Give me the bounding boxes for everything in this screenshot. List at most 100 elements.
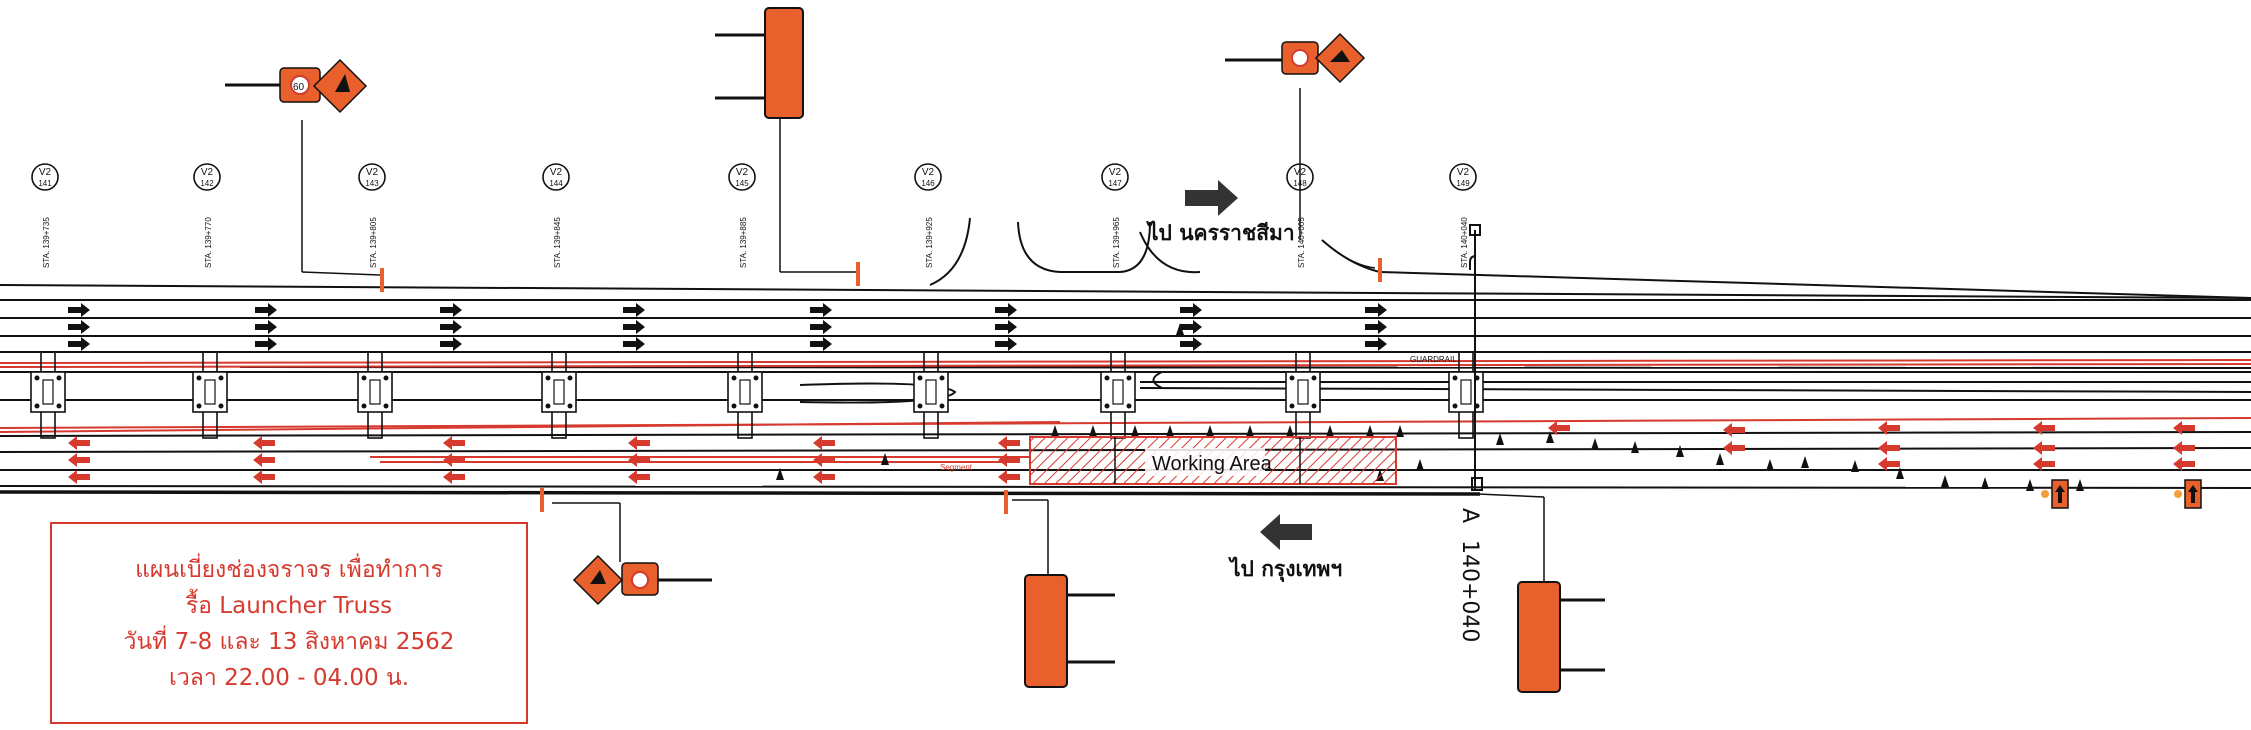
forward-arrow [1365,320,1387,334]
forward-arrow [623,320,645,334]
pier-footing [727,351,763,439]
service-curve [1152,371,1163,389]
reverse-arrow [253,453,275,467]
traffic-cone [1131,425,1139,437]
segment-label: Segment [940,463,973,472]
forward-lane-arrows [68,303,1387,351]
pier-station-label: STA. 140+005 [1297,217,1306,268]
traffic-cone [1801,456,1809,468]
pier-id-line2: 147 [1108,179,1122,188]
plan-description-box: แผนเบี่ยงช่องจราจร เพื่อทำการ รื้อ Launc… [50,522,528,724]
forward-arrow [623,337,645,351]
reverse-arrow [1548,421,1570,435]
forward-arrow [1180,337,1202,351]
reverse-arrow [998,436,1020,450]
reverse-arrow [2033,441,2055,455]
pier-station-label: STA. 139+925 [925,217,934,268]
pier-id-line1: V2 [39,167,52,178]
direction-label-nakhon: ไป นครราชสีมา [1146,220,1295,245]
working-area-label: Working Area [1152,453,1273,475]
pier-circle [1101,163,1129,191]
reverse-arrow [1723,423,1745,437]
traffic-cone [776,468,784,480]
pier-circle [31,163,59,191]
pier-footing [192,351,228,439]
pier-circle [358,163,386,191]
reverse-arrow [2033,421,2055,435]
speed-limit-text: 60 [293,82,305,93]
ramp-line-148 [1379,271,2251,299]
pier-id-line2: 141 [38,179,52,188]
traffic-cone [1326,425,1334,437]
traffic-cone [1941,475,1949,487]
pier-station-label: STA. 139+965 [1112,217,1121,268]
pier-id-line1: V2 [922,167,935,178]
reverse-arrow [68,470,90,484]
reverse-arrow [1878,457,1900,471]
lane-line-8 [0,485,2251,489]
arrow-sign-right-2 [2174,479,2202,509]
traffic-cone [1716,453,1724,465]
guardrail-label: GUARDRAIL [1410,355,1457,364]
pier-id-line2: 145 [735,179,749,188]
pier-footing [30,351,66,439]
reverse-arrow [68,453,90,467]
forward-arrow [1365,337,1387,351]
direction-label-bangkok: ไป กรุงเทพฯ [1228,556,1342,583]
pier-id-line1: V2 [366,167,379,178]
reverse-arrow [2173,441,2195,455]
forward-arrow [255,303,277,317]
pier-id-line2: 143 [365,179,379,188]
reverse-arrow [1878,441,1900,455]
pier-station-label: STA. 139+735 [42,217,51,268]
forward-arrow [255,337,277,351]
pier-circle [728,163,756,191]
sign-roadwork-bottomleft [540,488,712,606]
forward-arrow [995,303,1017,317]
reverse-arrow [2173,421,2195,435]
pier-id-line2: 146 [921,179,935,188]
traffic-cone [1089,425,1097,437]
traffic-cone [1396,425,1404,437]
pier-id-line1: V2 [1457,167,1470,178]
reverse-arrow [443,453,465,467]
forward-arrow [623,303,645,317]
forward-arrow [68,303,90,317]
forward-arrow [68,337,90,351]
forward-arrow [995,337,1017,351]
ramp-curve-left [929,217,971,286]
traffic-cone [1981,477,1989,489]
reverse-lane-arrows [68,421,2195,484]
reverse-arrow [443,470,465,484]
reverse-arrow [628,470,650,484]
traffic-cone [1676,445,1684,457]
pier-id-line1: V2 [550,167,563,178]
reverse-arrow [68,436,90,450]
pier-id-line2: 149 [1456,179,1470,188]
sign-vertical-bottom-center [1004,490,1115,688]
forward-arrow [1180,320,1202,334]
forward-arrow [810,320,832,334]
plan-line-3: วันที่ 7-8 และ 13 สิงหาคม 2562 [123,629,455,655]
forward-arrow [440,303,462,317]
direction-arrow-east [1185,180,1238,216]
station-marker-label: 140+040 [1457,540,1482,642]
pier-station-label: STA. 139+885 [739,217,748,268]
reverse-arrow [813,436,835,450]
pier-circle [542,163,570,191]
sign-roadwork-topleft: 60 [225,58,384,292]
center-line-e [1139,387,2251,393]
forward-arrow [440,320,462,334]
traffic-cone [881,453,889,465]
reverse-arrow [628,453,650,467]
forward-arrow [995,320,1017,334]
forward-arrow [810,303,832,317]
pier-footing [1448,351,1484,439]
u-turn-curve [799,382,957,404]
sign-vertical-bottom-right [1477,493,1605,693]
